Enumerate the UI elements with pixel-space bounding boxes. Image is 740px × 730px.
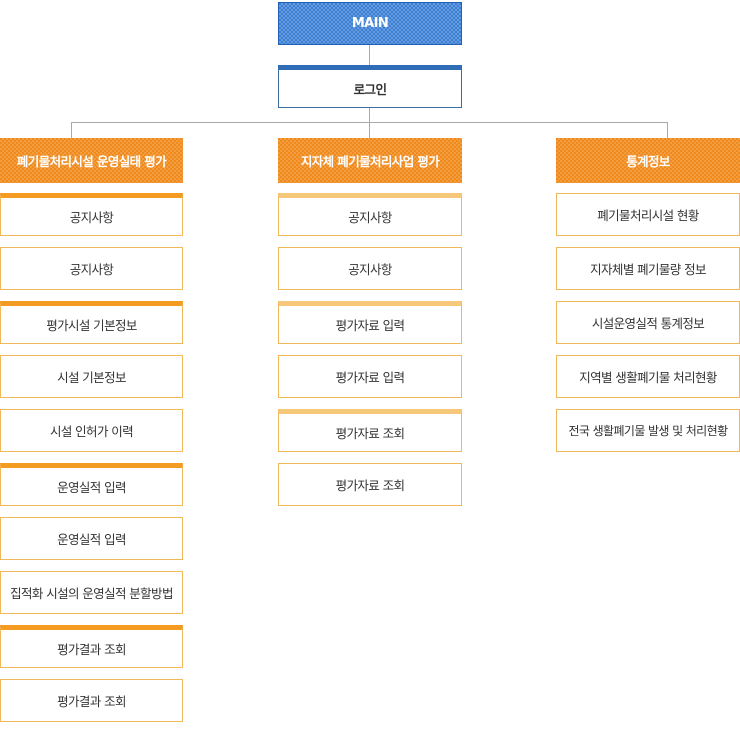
menu-item[interactable]: 시설 인허가 이력 (0, 409, 183, 452)
connector-col1 (71, 122, 72, 138)
menu-item[interactable]: 공지사항 (0, 193, 183, 236)
menu-item[interactable]: 공지사항 (278, 193, 462, 236)
menu-item[interactable]: 폐기물처리시설 현황 (556, 193, 740, 236)
menu-item[interactable]: 공지사항 (278, 247, 462, 290)
menu-item[interactable]: 지역별 생활폐기물 처리현황 (556, 355, 740, 398)
menu-item[interactable]: 집적화 시설의 운영실적 분할방법 (0, 571, 183, 614)
menu-item[interactable]: 평가자료 입력 (278, 355, 462, 398)
menu-item[interactable]: 지자체별 폐기물량 정보 (556, 247, 740, 290)
category-facility-evaluation[interactable]: 폐기물처리시설 운영실태 평가 (0, 138, 183, 183)
menu-item[interactable]: 평가자료 조회 (278, 409, 462, 452)
menu-item[interactable]: 시설운영실적 통계정보 (556, 301, 740, 344)
menu-item[interactable]: 평가결과 조회 (0, 625, 183, 668)
category-statistics[interactable]: 통계정보 (556, 138, 740, 183)
category-local-gov-evaluation[interactable]: 지자체 폐기물처리사업 평가 (278, 138, 462, 183)
menu-item[interactable]: 평가자료 입력 (278, 301, 462, 344)
login-node[interactable]: 로그인 (278, 65, 462, 108)
main-node[interactable]: MAIN (278, 2, 462, 45)
menu-item[interactable]: 평가시설 기본정보 (0, 301, 183, 344)
menu-item[interactable]: 운영실적 입력 (0, 463, 183, 506)
menu-item[interactable]: 평가결과 조회 (0, 679, 183, 722)
menu-item[interactable]: 전국 생활폐기물 발생 및 처리현황 (556, 409, 740, 452)
connector-col2 (369, 122, 370, 138)
menu-item[interactable]: 공지사항 (0, 247, 183, 290)
menu-item[interactable]: 운영실적 입력 (0, 517, 183, 560)
connector-col3 (667, 122, 668, 138)
menu-item[interactable]: 평가자료 조회 (278, 463, 462, 506)
connector-login-down (369, 108, 370, 122)
connector-main-login (369, 45, 370, 65)
menu-item[interactable]: 시설 기본정보 (0, 355, 183, 398)
